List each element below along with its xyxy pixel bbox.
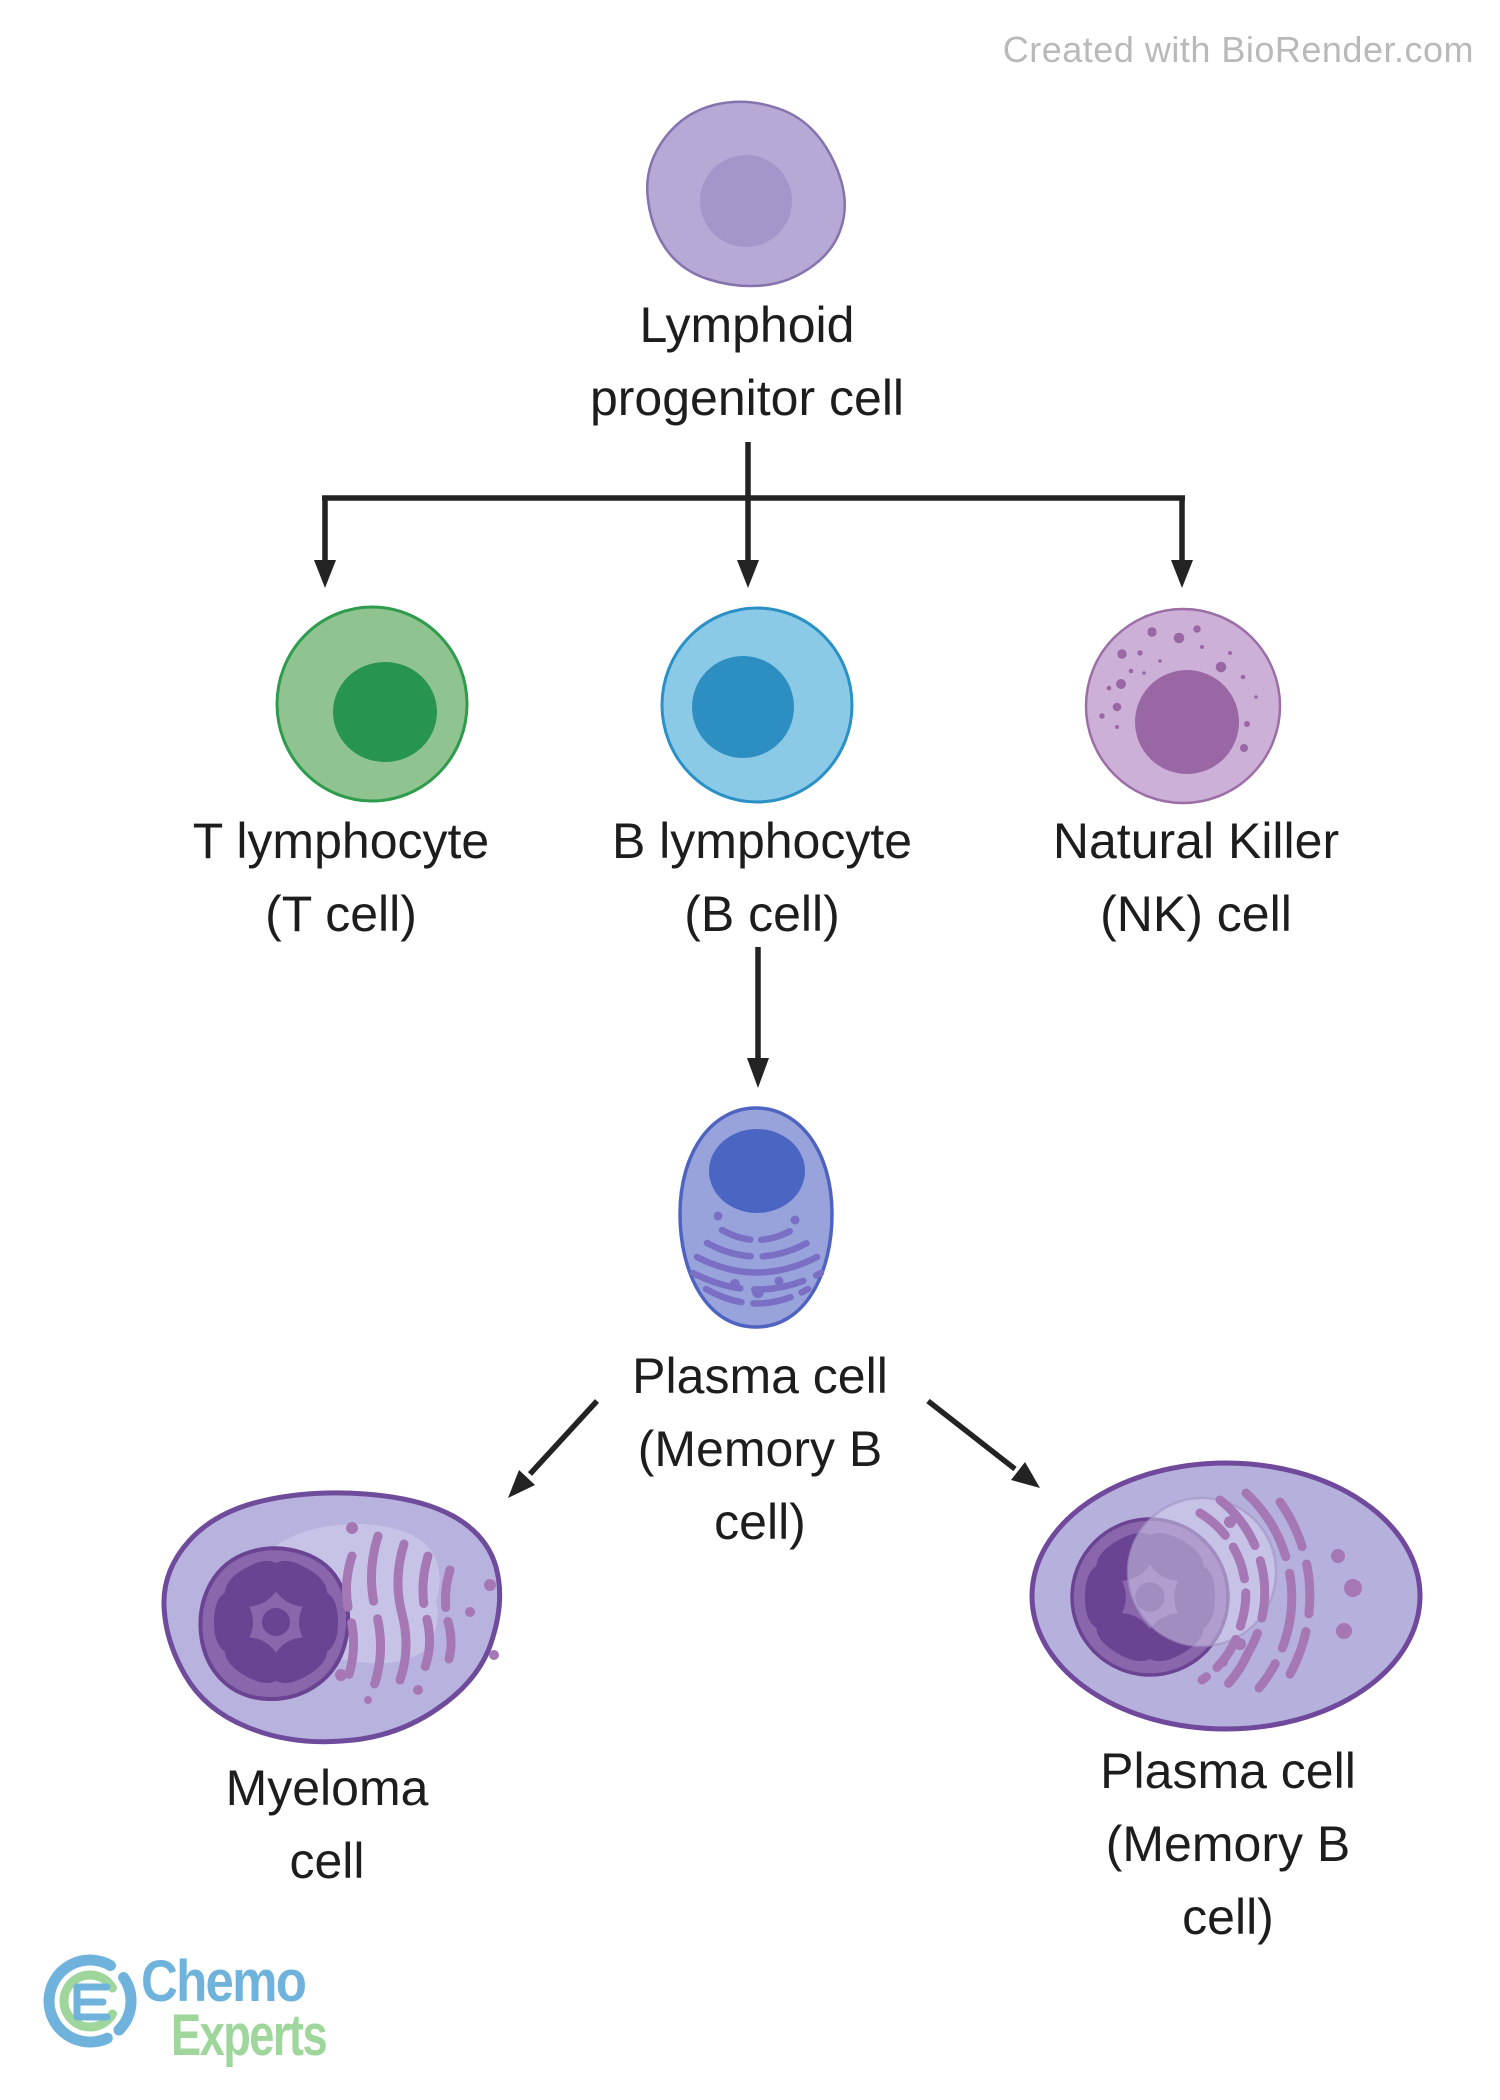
arrow-heads [314, 560, 1193, 1498]
t-cell-label: T lymphocyte (T cell) [193, 805, 489, 951]
t-cell-label-line-2: (T cell) [265, 886, 417, 942]
nk-cell-label: Natural Killer (NK) cell [1053, 805, 1339, 951]
progenitor-cell-nucleus [700, 155, 792, 247]
myeloma-label: Myeloma cell [226, 1752, 429, 1898]
plasma-final-arrowhead-icon [1011, 1462, 1040, 1488]
b-cell-nucleus [692, 656, 794, 758]
chemoexperts-logo-word-chemo: Chemo [141, 1949, 307, 2014]
plasma-intermediate-label: Plasma cell (Memory B cell) [632, 1340, 888, 1559]
myeloma-er-dots [335, 1522, 499, 1704]
logo-green-arc-icon [59, 1970, 117, 2032]
myeloma-arrowhead-icon [508, 1470, 535, 1498]
b-cell-illustration [660, 606, 854, 804]
plasma-to-plasma-arrow-shaft [926, 1398, 1017, 1472]
progenitor-label: Lymphoid progenitor cell [590, 289, 904, 435]
plasma-arrowhead-icon [747, 1058, 769, 1088]
t-cell-illustration [275, 605, 469, 803]
nk-cell-granules [1099, 625, 1258, 752]
plasma-intermediate-label-line-2: (Memory B [637, 1421, 883, 1477]
plasma-cell-final-illustration [1029, 1460, 1423, 1732]
progenitor-label-line-1: Lymphoid [639, 297, 855, 353]
chemoexperts-logo-icon [43, 1954, 137, 2048]
plasma-intermediate-label-line-3: cell) [714, 1494, 806, 1550]
nk-cell-label-line-2: (NK) cell [1100, 886, 1292, 942]
nk-cell-illustration [1084, 607, 1282, 805]
myeloma-label-line-2: cell [289, 1833, 365, 1889]
plasma-final-label: Plasma cell (Memory B cell) [1100, 1735, 1356, 1954]
b-cell-label-line-1: B lymphocyte [611, 813, 913, 869]
b-cell-label-line-2: (B cell) [684, 886, 840, 942]
plasma-final-golgi-ghost [1126, 1496, 1278, 1648]
myeloma-label-line-1: Myeloma [225, 1760, 429, 1816]
myeloma-cell-illustration [161, 1490, 503, 1745]
nk-cell-label-line-1: Natural Killer [1052, 813, 1340, 869]
plasma-cell-intermediate-illustration [678, 1106, 834, 1329]
nk-cell-nucleus [1135, 670, 1239, 774]
biorender-watermark: Created with BioRender.com [1002, 29, 1474, 70]
plasma-final-label-line-3: cell) [1182, 1889, 1274, 1945]
nk-branch-arrowhead-icon [1171, 560, 1193, 588]
progenitor-label-line-2: progenitor cell [589, 370, 905, 426]
logo-short-blue-arc-icon [113, 1972, 137, 2036]
lymphoid-progenitor-cell-illustration [645, 100, 847, 288]
plasma-intermediate-label-line-1: Plasma cell [632, 1348, 888, 1404]
branch-connector [314, 442, 1193, 1498]
arrow-shafts [322, 442, 1185, 1476]
t-cell-nucleus [333, 662, 437, 762]
logo-outer-blue-arc-icon [43, 1954, 116, 2048]
plasma-final-label-line-1: Plasma cell [1100, 1743, 1356, 1799]
bcell-branch-arrowhead-icon [737, 560, 759, 588]
b-cell-label: B lymphocyte (B cell) [612, 805, 912, 951]
logo-e-glyph-icon [73, 1983, 111, 2021]
plasma-intermediate-nucleus [709, 1129, 805, 1213]
myeloma-er [342, 1531, 456, 1691]
chemoexperts-logo-word-experts: Experts [171, 2003, 328, 2068]
plasma-intermediate-er-dots [713, 1211, 800, 1298]
t-cell-label-line-1: T lymphocyte [192, 813, 490, 869]
plasma-to-myeloma-arrow-shaft [527, 1399, 600, 1476]
plasma-final-label-line-2: (Memory B [1105, 1816, 1351, 1872]
myeloma-nucleus-wheel [214, 1552, 338, 1692]
t-branch-arrowhead-icon [314, 560, 336, 588]
plasma-final-er-dots [1218, 1516, 1362, 1667]
